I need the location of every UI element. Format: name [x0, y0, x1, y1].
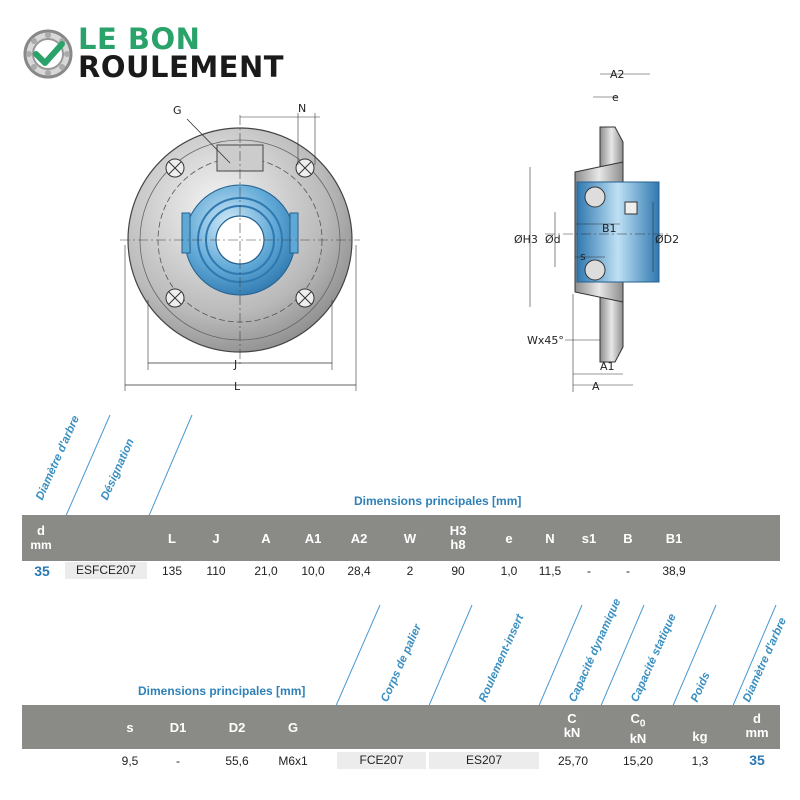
table1-cell: 38,9	[662, 564, 686, 578]
table1-header-a1: A1	[304, 531, 322, 546]
table1-header-n: N	[545, 531, 555, 546]
table1-cell: 11,5	[538, 564, 562, 578]
label-a1: A1	[600, 360, 615, 373]
table1-diagonal-lines	[64, 414, 193, 519]
table1-header-b1: B1	[665, 531, 683, 546]
table1-section-title: Dimensions principales [mm]	[354, 494, 522, 508]
table1-cell: -	[626, 564, 630, 578]
side-view-drawing	[529, 73, 670, 392]
table1-header-a: A	[261, 531, 271, 546]
table2-housing-cell: FCE207	[337, 752, 426, 769]
table2-header-bar	[22, 705, 780, 749]
table1-header-b: B	[623, 531, 633, 546]
table2-diagonal-lines	[334, 604, 777, 709]
table2-header-3: G	[287, 720, 299, 735]
table1-designation-cell: ESFCE207	[65, 562, 147, 579]
table2-header-0: s	[126, 720, 134, 735]
table2-section-title: Dimensions principales [mm]	[138, 684, 306, 698]
label-a2: A2	[610, 68, 625, 81]
table1-d-value: 35	[34, 563, 50, 579]
table2-header-2: D2	[228, 720, 246, 735]
table1-cell: 90	[451, 564, 465, 578]
label-b1: B1	[602, 222, 617, 235]
front-view-drawing	[120, 113, 360, 391]
table1-header-l: L	[168, 531, 176, 546]
label-h3: ØH3	[514, 233, 538, 246]
table1-header-bar	[22, 515, 780, 561]
label-n: N	[298, 102, 307, 115]
table2-weight-value: 1,3	[691, 754, 709, 768]
table1-header-s1: s1	[581, 531, 597, 546]
table2-cell: 9,5	[121, 754, 139, 768]
table2-header-8: kg	[692, 729, 708, 744]
label-d2: ØD2	[655, 233, 680, 246]
table1-header-e: e	[505, 531, 513, 546]
table1-cell: -	[587, 564, 591, 578]
logo-line-1: LE BON	[78, 22, 201, 56]
label-s: s	[580, 250, 586, 263]
table1-cell: 28,4	[347, 564, 371, 578]
table1-cell: 110	[206, 564, 226, 578]
table1-cell: 135	[161, 564, 183, 578]
table1-cell: 10,0	[301, 564, 325, 578]
table2-cell: -	[176, 754, 180, 768]
label-w: Wx45°	[527, 334, 564, 347]
label-e: e	[612, 91, 619, 104]
bearing-check-icon	[23, 29, 73, 79]
table2-cell: M6x1	[278, 754, 308, 768]
table1-cell: 21,0	[254, 564, 278, 578]
table2-header-1: D1	[169, 720, 187, 735]
table1-header-a2: A2	[350, 531, 368, 546]
table1-cell: 2	[406, 564, 414, 578]
table2-c-value: 25,70	[557, 754, 589, 768]
label-d: Ød	[545, 233, 561, 246]
table2-d-value: 35	[749, 752, 765, 768]
table2-insert-cell: ES207	[429, 752, 539, 769]
table1-header-j: J	[212, 531, 220, 546]
table2-cell: 55,6	[225, 754, 249, 768]
table1-cell: 1,0	[500, 564, 518, 578]
label-g: G	[173, 104, 182, 117]
label-a: A	[592, 380, 600, 393]
logo-line-2: ROULEMENT	[78, 50, 285, 84]
table1-header-w: W	[403, 531, 417, 546]
table2-c0-value: 15,20	[622, 754, 654, 768]
label-j: J	[234, 358, 238, 371]
label-l: L	[234, 380, 241, 393]
